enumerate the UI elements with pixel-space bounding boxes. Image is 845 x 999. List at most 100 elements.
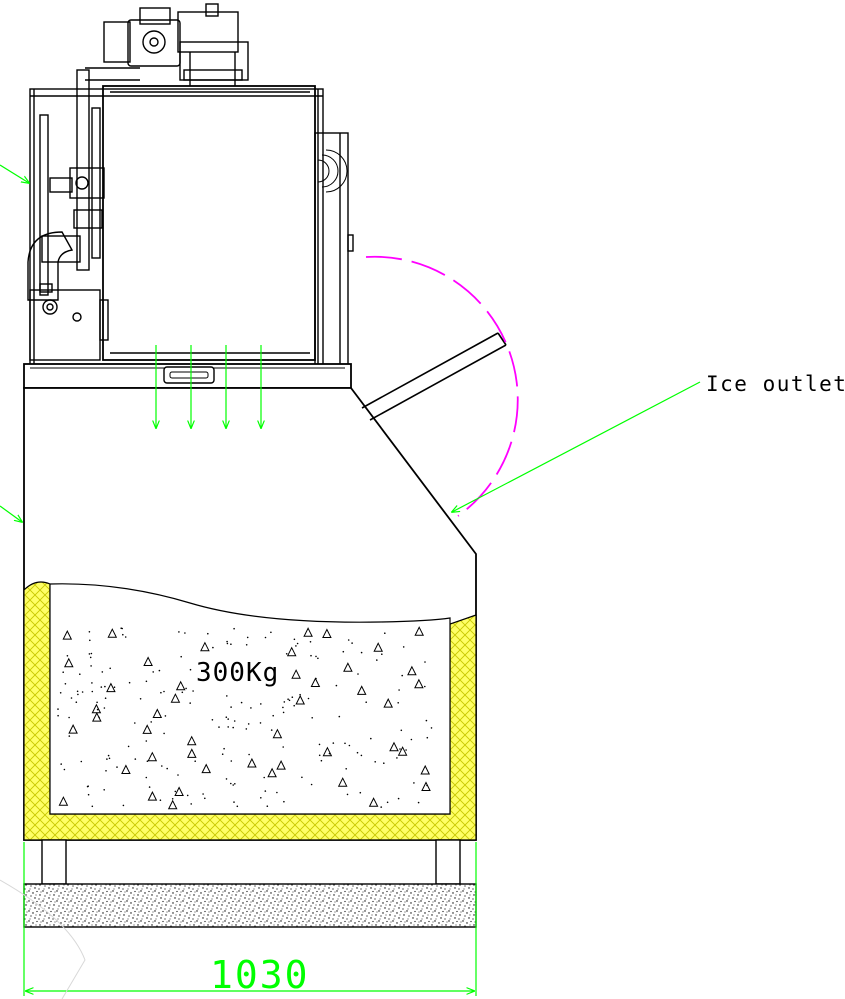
ice-speck (202, 793, 204, 795)
ice-chip (68, 723, 78, 734)
ice-speck (70, 697, 73, 699)
ice-speck (276, 791, 278, 794)
ice-speck (381, 653, 383, 655)
width-dimension (23, 842, 477, 996)
ice-speck (62, 671, 64, 673)
ice-speck (398, 689, 400, 691)
ice-chip (147, 751, 158, 762)
ice-chip (167, 799, 178, 810)
ice-speck (295, 645, 297, 647)
ice-speck (124, 636, 127, 638)
ice-chip (267, 767, 277, 778)
ice-speck (189, 702, 191, 704)
ice-chip (201, 763, 212, 774)
ice-speck (178, 631, 180, 633)
ice-speck (405, 749, 407, 751)
ice-speck (233, 801, 235, 803)
ice-speck (332, 742, 335, 744)
ice-speck (68, 716, 70, 719)
ice-speck (338, 715, 341, 718)
ice-speck (121, 627, 123, 630)
ice-chip (414, 678, 424, 689)
ice-speck (283, 800, 285, 803)
ice-speck (91, 690, 94, 693)
ice-chip (200, 641, 210, 652)
ice-speck (356, 751, 359, 754)
width-dimension-value: 1030 (210, 953, 310, 997)
ice-chip (186, 748, 197, 758)
ice-speck (259, 722, 262, 724)
ice-speck (60, 763, 62, 765)
ice-speck (190, 803, 192, 805)
ice-speck (347, 639, 350, 641)
ice-speck (87, 793, 90, 796)
ice-speck (150, 721, 152, 723)
ice-chip (322, 746, 333, 757)
ice-speck (380, 806, 383, 808)
ice-speck (108, 757, 111, 760)
ice-speck (315, 655, 317, 658)
ice-speck (376, 659, 378, 661)
ice-speck (293, 638, 296, 641)
ice-speck (177, 774, 179, 776)
ice-speck (346, 793, 349, 796)
ice-chip (147, 790, 158, 801)
ice-speck (357, 673, 359, 675)
ice-speck (296, 642, 299, 645)
ice-speck (318, 754, 321, 757)
ice-speck (250, 707, 252, 709)
ice-speck (417, 801, 420, 804)
fan-guard (317, 149, 348, 193)
ice-speck (383, 762, 385, 764)
ice-chip (142, 724, 153, 734)
ice-speck (359, 791, 362, 794)
ice-speck (63, 768, 66, 771)
ice-speck (230, 706, 232, 708)
ice-speck (107, 754, 110, 757)
ice-speck (318, 743, 321, 746)
ice-speck (233, 720, 236, 722)
ice-chip (368, 797, 379, 807)
ice-chip (175, 680, 186, 691)
ice-speck (317, 657, 319, 660)
ice-speck (184, 632, 186, 634)
ice-speck (86, 785, 89, 788)
drive-motor (85, 3, 249, 86)
ice-speck (104, 697, 107, 699)
ice-speck (272, 714, 275, 717)
ice-speck (348, 744, 351, 747)
ice-chip (373, 642, 384, 652)
ice-speck (245, 728, 248, 730)
ice-speck (171, 798, 174, 800)
ice-speck (174, 790, 177, 793)
ice-speck (57, 708, 59, 710)
ice-speck (397, 797, 400, 800)
ice-speck (225, 778, 228, 780)
ice-speck (397, 702, 400, 704)
ice-speck (360, 754, 363, 757)
ice-speck (227, 726, 229, 728)
ice-speck (122, 633, 124, 636)
ice-speck (104, 685, 106, 688)
ice-speck (122, 804, 125, 807)
ice-speck (234, 783, 236, 785)
ice-speck (77, 693, 79, 696)
ice-speck (240, 701, 243, 704)
ice-speck (106, 758, 108, 760)
ice-speck (160, 691, 162, 694)
ice-chip (407, 665, 417, 676)
ice-speck (282, 706, 284, 709)
ice-speck (88, 631, 91, 633)
ice-chip (343, 662, 353, 672)
ice-speck (233, 627, 235, 630)
ice-speck (68, 735, 71, 737)
ice-speck (161, 765, 163, 767)
ice-speck (88, 653, 91, 655)
ice-speck (75, 701, 78, 703)
ice-speck (192, 690, 194, 692)
ice-speck (211, 719, 214, 721)
ice-speck (342, 650, 345, 653)
ice-speck (282, 746, 285, 748)
ice-speck (285, 653, 288, 655)
